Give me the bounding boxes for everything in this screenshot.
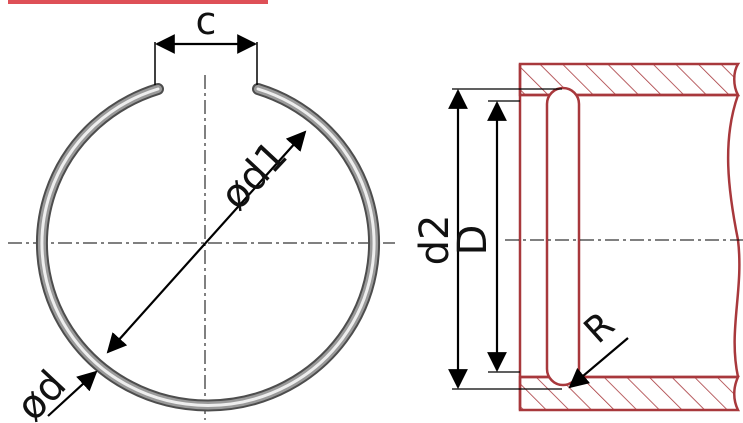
wire-diameter-dimension-line <box>47 370 98 417</box>
top-strip <box>8 0 268 4</box>
wire-diameter-label: ød <box>8 362 76 423</box>
groove-radius-leader <box>568 337 629 389</box>
groove-section-view: d2 D R <box>412 62 743 412</box>
ring-front-view: c ød1 ød <box>8 0 395 423</box>
ring-groove <box>545 86 581 387</box>
groove-diameter-label: d2 <box>412 215 458 266</box>
groove-radius-label: R <box>577 304 623 351</box>
ring-diameter-label: ød1 <box>212 132 297 218</box>
housing-break-line <box>726 94 741 378</box>
ring-diameter-dimension-line <box>106 130 307 354</box>
bore-diameter-label: D <box>450 225 496 256</box>
gap-label: c <box>196 0 217 43</box>
ring-wire-highlight <box>40 87 376 407</box>
